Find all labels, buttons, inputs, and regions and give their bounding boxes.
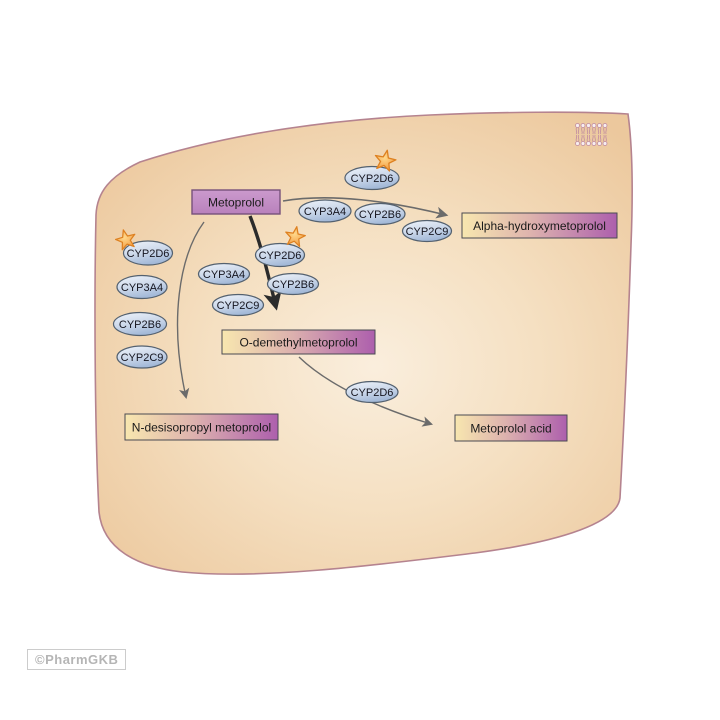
arrow-metoprolol-to-alpha-hydroxy — [282, 197, 449, 219]
enzyme-cyp2d6-left-shape[interactable] — [122, 240, 174, 266]
enzyme-cyp3a4-top-shape[interactable] — [298, 199, 352, 223]
enzyme-cyp2d6-middle-label[interactable]: CYP2D6 — [259, 250, 302, 262]
compound-o-demethylmetoprolol-label[interactable]: O-demethylmetoprolol — [239, 335, 357, 349]
compound-metoprolol-box[interactable] — [191, 189, 281, 215]
compound-alpha-hydroxymetoprolol-box[interactable] — [461, 212, 618, 239]
compound-alpha-hydroxymetoprolol[interactable]: Alpha-hydroxymetoprolol — [461, 212, 618, 239]
compound-metoprolol-label[interactable]: Metoprolol — [208, 195, 264, 209]
enzyme-cyp2d6-acid[interactable]: CYP2D6 — [345, 380, 399, 404]
compound-n-desisopropyl-metoprolol-box[interactable] — [124, 413, 279, 441]
enzyme-cyp3a4-left-shape[interactable] — [116, 274, 168, 300]
enzyme-cyp2d6-acid-shape[interactable] — [345, 380, 399, 404]
enzyme-cyp2c9-left-shape[interactable] — [116, 345, 168, 369]
enzyme-cyp3a4-top[interactable]: CYP3A4 — [298, 199, 352, 223]
enzyme-cyp2b6-left-shape[interactable] — [112, 311, 168, 337]
enzyme-cyp2d6-left-label[interactable]: CYP2D6 — [127, 248, 170, 260]
enzyme-cyp3a4-left-label[interactable]: CYP3A4 — [121, 282, 163, 294]
enzyme-cyp2d6-middle-shape[interactable] — [254, 242, 306, 268]
compound-n-desisopropyl-metoprolol-label[interactable]: N-desisopropyl metoprolol — [132, 420, 271, 434]
enzyme-cyp2d6-left[interactable]: CYP2D6 — [122, 240, 174, 266]
enzyme-cyp2b6-middle-label[interactable]: CYP2B6 — [272, 279, 314, 291]
compound-metoprolol-acid[interactable]: Metoprolol acid — [454, 414, 568, 442]
compound-metoprolol-acid-box[interactable] — [454, 414, 568, 442]
enzyme-cyp3a4-left[interactable]: CYP3A4 — [116, 274, 168, 300]
enzyme-cyp2c9-middle-shape[interactable] — [211, 293, 265, 317]
pharmgkb-watermark: ©PharmGKB — [27, 649, 127, 670]
compound-o-demethylmetoprolol[interactable]: O-demethylmetoprolol — [221, 329, 376, 355]
enzyme-cyp3a4-middle[interactable]: CYP3A4 — [197, 262, 251, 286]
membrane-bilayer-icon — [575, 123, 608, 146]
enzyme-cyp2b6-left-label[interactable]: CYP2B6 — [119, 319, 161, 331]
enzyme-cyp3a4-top-label[interactable]: CYP3A4 — [304, 206, 346, 218]
enzyme-cyp2c9-middle[interactable]: CYP2C9 — [211, 293, 265, 317]
enzyme-cyp2c9-left-label[interactable]: CYP2C9 — [121, 352, 164, 364]
compound-alpha-hydroxymetoprolol-label[interactable]: Alpha-hydroxymetoprolol — [473, 219, 606, 233]
compound-n-desisopropyl-metoprolol[interactable]: N-desisopropyl metoprolol — [124, 413, 279, 441]
arrow-metoprolol-to-ndesisopropyl — [176, 221, 205, 400]
enzyme-cyp3a4-middle-label[interactable]: CYP3A4 — [203, 269, 245, 281]
enzyme-cyp2c9-top-shape[interactable] — [401, 219, 453, 243]
compound-metoprolol-acid-label[interactable]: Metoprolol acid — [470, 421, 551, 435]
enzyme-cyp2c9-top-label[interactable]: CYP2C9 — [406, 226, 449, 238]
enzyme-cyp2c9-left[interactable]: CYP2C9 — [116, 345, 168, 369]
enzyme-cyp2b6-left[interactable]: CYP2B6 — [112, 311, 168, 337]
enzyme-cyp2b6-middle[interactable]: CYP2B6 — [266, 272, 320, 296]
enzyme-cyp2b6-top-shape[interactable] — [354, 202, 406, 226]
enzyme-cyp2d6-top-label[interactable]: CYP2D6 — [351, 173, 394, 185]
enzyme-cyp2b6-middle-shape[interactable] — [266, 272, 320, 296]
enzyme-cyp2c9-middle-label[interactable]: CYP2C9 — [217, 300, 260, 312]
compound-o-demethylmetoprolol-box[interactable] — [221, 329, 376, 355]
enzyme-cyp2b6-top-label[interactable]: CYP2B6 — [359, 209, 401, 221]
compound-metoprolol[interactable]: Metoprolol — [191, 189, 281, 215]
enzyme-cyp2d6-top-shape[interactable] — [344, 165, 400, 191]
enzyme-cyp2d6-middle[interactable]: CYP2D6 — [254, 242, 306, 268]
enzyme-cyp2d6-top[interactable]: CYP2D6 — [344, 165, 400, 191]
enzyme-cyp2d6-acid-label[interactable]: CYP2D6 — [351, 387, 394, 399]
enzyme-cyp3a4-middle-shape[interactable] — [197, 262, 251, 286]
enzyme-cyp2c9-top[interactable]: CYP2C9 — [401, 219, 453, 243]
enzyme-cyp2b6-top[interactable]: CYP2B6 — [354, 202, 406, 226]
